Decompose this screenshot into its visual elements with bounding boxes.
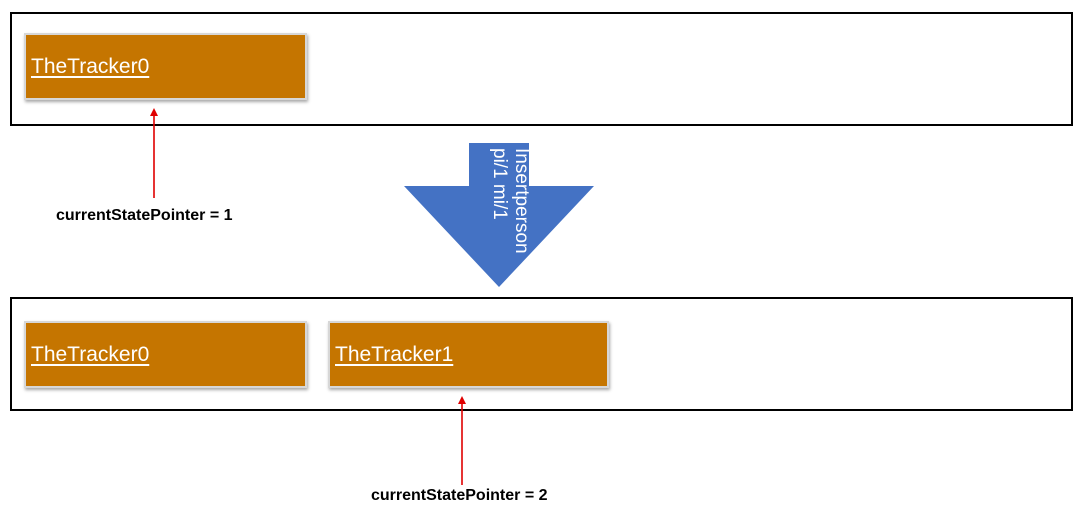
tracker-label: TheTracker1: [335, 342, 454, 366]
command-label: Insertperson pi/1 mi/1: [488, 148, 532, 288]
command-line-1: Insertperson: [511, 148, 532, 254]
tracker-box-after-1: TheTracker1: [328, 321, 609, 388]
state-pointer-label-before: currentStatePointer = 1: [56, 207, 233, 224]
tracker-box-before-0: TheTracker0: [24, 33, 307, 100]
tracker-label: TheTracker0: [31, 342, 150, 366]
tracker-label: TheTracker0: [31, 54, 150, 78]
command-line-2: pi/1 mi/1: [489, 148, 510, 220]
state-pointer-label-after: currentStatePointer = 2: [371, 487, 548, 504]
tracker-box-after-0: TheTracker0: [24, 321, 307, 388]
